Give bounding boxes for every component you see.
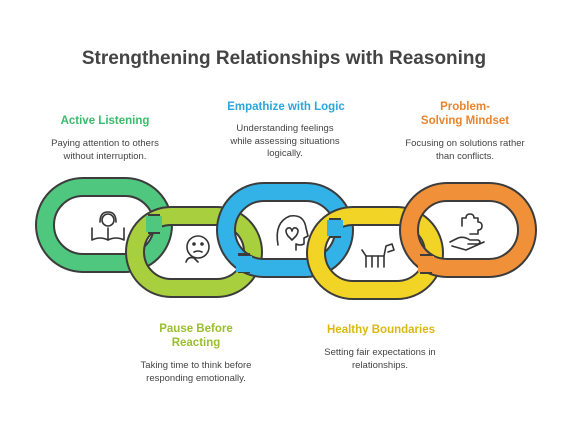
hand-puzzle-icon <box>449 213 485 251</box>
step-desc-pause: Taking time to think before responding e… <box>140 360 252 384</box>
book-listener-icon <box>91 211 125 241</box>
step-label-active-listening: Active Listening <box>60 115 150 127</box>
chain-link-pause <box>125 206 263 298</box>
page-title: Strengthening Relationships with Reasoni… <box>81 48 487 69</box>
step-label-pause: Pause Before Reacting <box>159 323 233 349</box>
step-desc-problem-solving: Focusing on solutions rather than confli… <box>405 138 525 162</box>
step-desc-empathize: Understanding feelings while assessing s… <box>230 123 340 159</box>
thinking-face-icon <box>185 235 210 263</box>
step-label-problem-solving: Problem-Solving Mindset <box>420 101 510 127</box>
step-desc-boundaries: Setting fair expectations in relationshi… <box>324 347 436 371</box>
step-label-empathize: Empathize with Logic <box>227 101 345 113</box>
head-heart-icon <box>276 214 309 251</box>
chain-link-problem-solving <box>399 182 537 278</box>
step-desc-active-listening: Paying attention to others without inter… <box>51 138 159 162</box>
dog-icon <box>361 243 395 268</box>
chain-link-boundaries <box>306 206 444 300</box>
step-label-boundaries: Healthy Boundaries <box>327 324 435 336</box>
chain-link-empathize <box>216 182 354 278</box>
